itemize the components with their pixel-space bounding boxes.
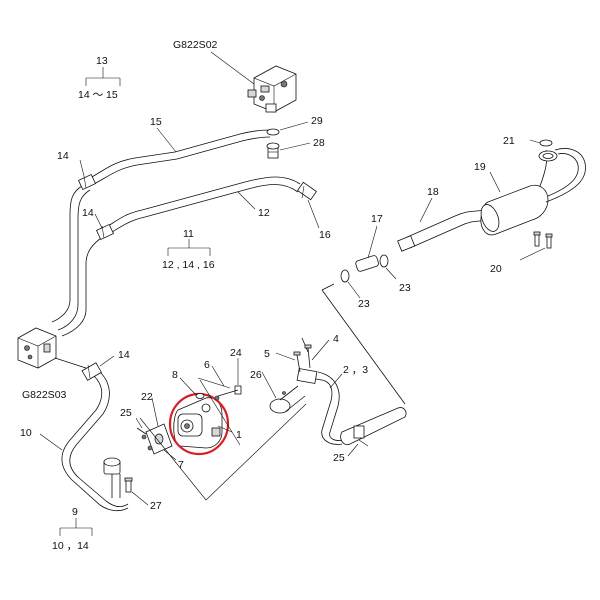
label-5: 5 [264,348,270,360]
label-29: 29 [311,115,323,127]
assembly-guide-lines [139,377,307,501]
bracket-25-right [353,425,369,447]
pipe-12 [104,176,301,237]
fitting-16 [297,181,317,201]
label-23-left: 23 [358,298,370,310]
label-18: 18 [427,186,439,198]
pipe-15 [89,129,271,187]
label-14-lower: 14 [118,349,130,361]
clamp-23-a [340,269,350,283]
label-19: 19 [474,161,486,173]
label-21: 21 [503,135,515,147]
label-26: 26 [250,369,262,381]
label-10: 10 [20,427,32,439]
bolt-25-left [136,427,153,451]
label-9: 9 [72,506,78,518]
bolts-20 [533,231,553,249]
label-17: 17 [371,213,383,225]
label-12: 12 [258,207,270,219]
label-15: 15 [150,116,162,128]
label-13: 13 [96,55,108,67]
oring-8 [195,393,205,399]
group-bracket-9 [59,518,93,536]
group-bracket-13 [85,67,121,86]
label-7: 7 [178,459,184,471]
label-8: 8 [172,369,178,381]
label-11: 11 [183,228,194,240]
oring-21 [539,139,553,147]
label-25-left: 25 [120,407,132,419]
label-23-right: 23 [399,282,411,294]
label-g822s02: G822S02 [173,39,218,51]
muffler-19 [480,148,586,236]
label-14-upper: 14 [57,150,69,162]
hose-17 [355,255,379,272]
fitting-14-upper [78,173,96,191]
group-bracket-11 [167,239,211,256]
label-28: 28 [313,137,325,149]
group-9-items: 10 ，14 [52,540,89,552]
label-16: 16 [319,229,331,241]
fitting-14-middle [96,223,114,241]
label-27: 27 [150,500,162,512]
pipe-18 [397,209,487,252]
flange-22 [145,423,173,455]
bolt-4 [304,344,312,369]
leader-lines [39,51,546,506]
fitting-lower-27 [103,457,133,498]
clamp-23-b [379,254,389,268]
pipe-left-vertical [51,185,105,337]
label-1: 1 [236,429,242,441]
pipe-10 [54,357,129,512]
bracket-26 [269,368,318,414]
group-13-items: 14 ～ 15 [78,89,118,101]
label-2-3: 2 ，3 [343,364,368,376]
label-6: 6 [204,359,210,371]
fitting-28 [266,142,280,159]
fitting-6 [214,389,239,401]
label-14-middle: 14 [82,207,94,219]
label-g822s03: G822S03 [22,389,67,401]
group-11-items: 12 , 14 , 16 [162,259,215,271]
label-20: 20 [490,263,502,275]
oring-29 [266,128,280,136]
gear-pump-1 [173,397,223,449]
label-4: 4 [333,333,339,345]
label-22: 22 [141,391,153,403]
label-25-right: 25 [333,452,345,464]
label-24: 24 [230,347,242,359]
fitting-14-lower [81,362,102,381]
valve-block-g822s03 [17,327,57,369]
valve-block-g822s02 [247,65,297,113]
bolt-5 [293,351,301,373]
